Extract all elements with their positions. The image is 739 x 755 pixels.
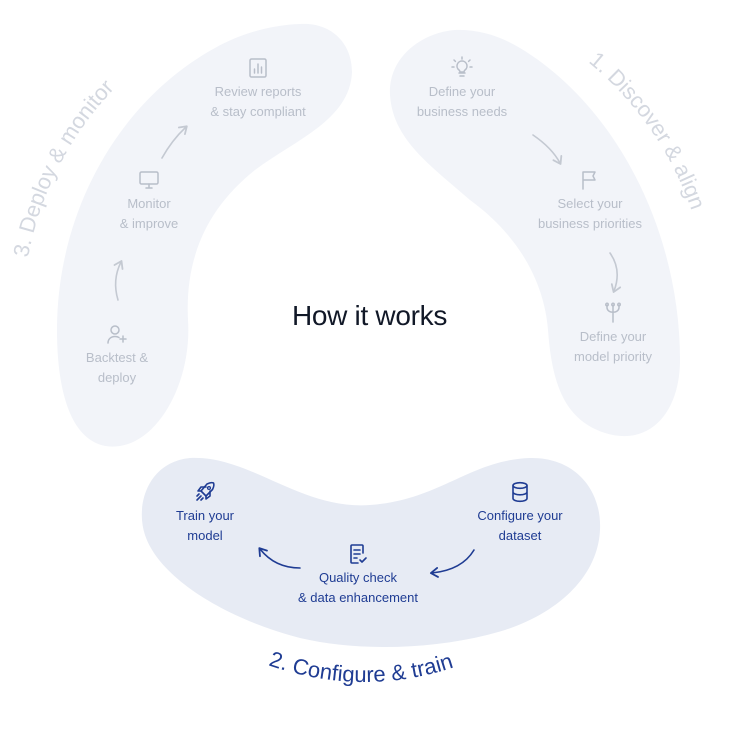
- step-quality-check: Quality check & data enhancement: [283, 542, 433, 608]
- flag-icon: [582, 171, 596, 190]
- step-line2: & stay compliant: [210, 104, 306, 119]
- step-define-needs: Define your business needs: [402, 56, 522, 122]
- step-line1: Configure your: [477, 508, 563, 523]
- step-line1: Train your: [175, 508, 235, 523]
- arrow-needs-to-priorities: [532, 134, 563, 165]
- step-line2: business priorities: [537, 216, 643, 231]
- step-line2: dataset: [498, 528, 542, 543]
- arrow-quality-to-train: [258, 547, 301, 569]
- step-line2: business needs: [416, 104, 508, 119]
- step-line1: Define your: [428, 84, 496, 99]
- step-configure-dataset: Configure your dataset: [460, 480, 580, 546]
- diagram-title: How it works: [291, 300, 448, 331]
- step-line1: Monitor: [127, 196, 171, 211]
- database-icon: [512, 481, 528, 503]
- step-line2: deploy: [97, 370, 137, 385]
- step-line2: & data enhancement: [298, 590, 418, 605]
- step-line1: Quality check: [318, 570, 398, 585]
- svg-text:2. Configure & train: 2. Configure & train: [266, 646, 455, 687]
- phase-blob-deploy: [57, 23, 352, 447]
- user-plus-icon: [107, 325, 127, 344]
- arrow-backtest-to-monitor: [113, 260, 124, 301]
- lightbulb-icon: [451, 56, 473, 77]
- step-line1: Backtest &: [85, 350, 149, 365]
- phase-blob-configure: [141, 457, 601, 648]
- arrow-monitor-to-review: [161, 125, 188, 159]
- step-select-priorities: Select your business priorities: [525, 168, 655, 234]
- phase-blob-discover: [389, 29, 680, 437]
- checklist-icon: [350, 544, 367, 564]
- step-monitor-improve: Monitor & improve: [99, 168, 199, 234]
- report-chart-icon: [249, 58, 267, 78]
- arrow-priorities-to-model: [609, 252, 622, 293]
- phase-label-configure: 2. Configure & train: [266, 646, 455, 687]
- step-line1: Define your: [579, 329, 647, 344]
- step-line1: Select your: [557, 196, 623, 211]
- step-line2: model priority: [573, 349, 653, 364]
- monitor-icon: [139, 171, 159, 189]
- step-train-model: Train your model: [160, 480, 250, 546]
- rocket-icon: [196, 481, 215, 501]
- step-line1: Review reports: [214, 84, 302, 99]
- step-line2: & improve: [119, 216, 179, 231]
- arrow-dataset-to-quality: [429, 549, 475, 578]
- step-review-reports: Review reports & stay compliant: [193, 56, 323, 122]
- step-line2: model: [187, 528, 223, 543]
- step-backtest-deploy: Backtest & deploy: [65, 322, 169, 388]
- step-define-model-priority: Define your model priority: [553, 301, 673, 367]
- branch-icon: [605, 302, 621, 323]
